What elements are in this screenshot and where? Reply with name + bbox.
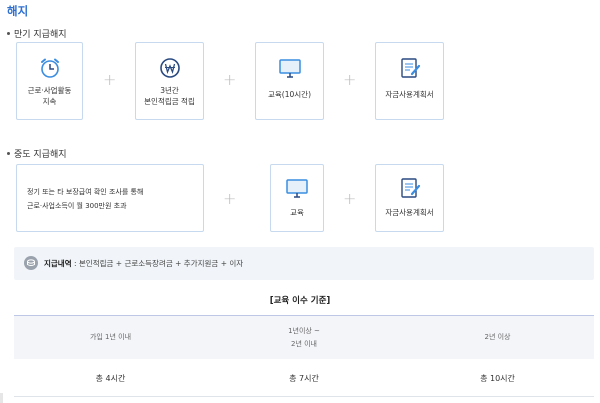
plus-sign: +	[103, 70, 117, 89]
table-header-cell: 가입 1년 이내	[14, 316, 207, 359]
document-pen-icon	[398, 177, 422, 203]
bullet-dot	[7, 32, 10, 35]
card-label-line: 교육	[290, 208, 304, 217]
card-label: 3년간 본인적립금 적립	[136, 85, 203, 107]
card-label: 자금사용계획서	[376, 89, 443, 100]
plus-sign: +	[223, 189, 237, 208]
card-label: 자금사용계획서	[376, 207, 443, 218]
table-top-border	[14, 315, 594, 316]
payment-info-bar: 지급내역 : 본인적립금 + 근로소득장려금 + 추가지원금 + 이자	[14, 247, 594, 280]
table-row: 총 4시간 총 7시간 총 10시간	[14, 359, 594, 397]
card-label-line: 지속	[42, 97, 57, 106]
table-header-cell: 2년 이상	[401, 316, 594, 359]
plus-sign: +	[223, 70, 237, 89]
card-label: 교육	[271, 207, 323, 218]
plus-sign: +	[343, 70, 357, 89]
card-label-line: 3년간	[160, 86, 179, 95]
document-pen-icon	[398, 57, 422, 83]
card-label-line: 근로·사업활동	[27, 86, 72, 95]
bullet-dot	[7, 152, 10, 155]
card-fund-plan: 자금사용계획서	[375, 42, 444, 120]
payment-items: 본인적립금 + 근로소득장려금 + 추가지원금 + 이자	[78, 259, 244, 268]
payment-separator: :	[71, 259, 79, 268]
payment-text: 지급내역 : 본인적립금 + 근로소득장려금 + 추가지원금 + 이자	[44, 258, 243, 269]
card-education-10h: 교육(10시간)	[255, 42, 324, 120]
card-label-line: 자금사용계획서	[385, 208, 434, 217]
header-line: 1년이상 ~	[288, 326, 320, 335]
header-line: 가입 1년 이내	[89, 333, 132, 341]
table-header-row: 가입 1년 이내 1년이상 ~ 2년 이내 2년 이상	[14, 316, 594, 359]
condition-line: 정기 또는 타 보장급여 확인 조사를 통해	[27, 188, 144, 196]
table-cell: 총 10시간	[480, 373, 515, 383]
coin-icon	[24, 256, 38, 270]
header-line: 2년 이내	[291, 339, 317, 348]
scrollbar-edge[interactable]	[0, 393, 3, 403]
card-label: 근로·사업활동 지속	[17, 85, 82, 107]
won-coin-icon	[159, 57, 181, 83]
monitor-icon	[285, 177, 309, 203]
section-heading-maturity: 만기 지급해지	[7, 27, 67, 40]
card-income-condition: 정기 또는 타 보장급여 확인 조사를 통해 근로·사업소득이 월 300만원 …	[16, 164, 204, 232]
table-cell: 총 7시간	[289, 373, 319, 383]
payment-label: 지급내역	[44, 259, 72, 268]
condition-text: 정기 또는 타 보장급여 확인 조사를 통해 근로·사업소득이 월 300만원 …	[27, 185, 143, 213]
plus-sign: +	[343, 189, 357, 208]
section-heading-midterm: 중도 지급해지	[7, 147, 67, 160]
section-heading-text: 만기 지급해지	[14, 30, 67, 40]
section-heading-text: 중도 지급해지	[14, 150, 67, 160]
page-title: 해지	[7, 4, 29, 18]
condition-line: 근로·사업소득이 월 300만원 초과	[27, 202, 127, 210]
card-fund-plan: 자금사용계획서	[375, 164, 444, 232]
card-label-line: 교육(10시간)	[268, 90, 311, 99]
card-label-line: 자금사용계획서	[385, 90, 434, 99]
card-education: 교육	[270, 164, 324, 232]
table-header-cell: 1년이상 ~ 2년 이내	[207, 316, 401, 359]
card-work-activity: 근로·사업활동 지속	[16, 42, 83, 120]
table-title: [교육 이수 기준]	[269, 296, 331, 306]
card-label: 교육(10시간)	[256, 89, 323, 100]
monitor-icon	[278, 57, 302, 83]
card-savings: 3년간 본인적립금 적립	[135, 42, 204, 120]
header-line: 2년 이상	[484, 333, 511, 341]
table-cell: 총 4시간	[95, 373, 126, 383]
alarm-clock-icon	[39, 57, 61, 83]
card-label-line: 본인적립금 적립	[144, 97, 195, 106]
